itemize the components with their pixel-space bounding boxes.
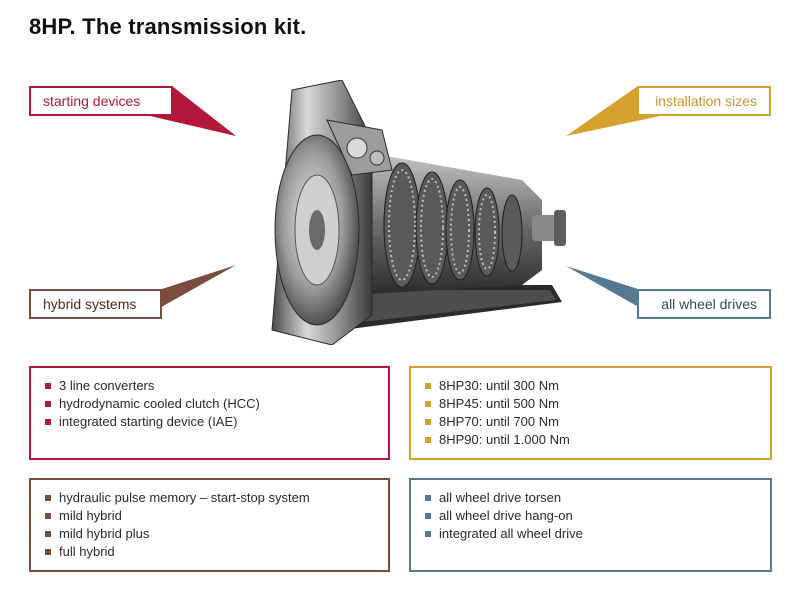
list-item: hydrodynamic cooled clutch (HCC) (45, 395, 388, 413)
list-item-text: 8HP30: until 300 Nm (439, 378, 559, 393)
transmission-illustration (271, 80, 566, 345)
list-item: hydraulic pulse memory – start-stop syst… (45, 489, 388, 507)
hybrid-systems-pointer (140, 265, 236, 319)
list-item-text: mild hybrid (59, 508, 122, 523)
list-item: 8HP90: until 1.000 Nm (425, 431, 770, 449)
bullet-icon (45, 401, 51, 407)
hybrid-systems-box: hydraulic pulse memory – start-stop syst… (29, 478, 390, 572)
list-item-text: mild hybrid plus (59, 526, 150, 541)
bullet-icon (425, 437, 431, 443)
list-item-text: hydraulic pulse memory – start-stop syst… (59, 490, 310, 505)
all-wheel-drives-box: all wheel drive torsen all wheel drive h… (409, 478, 772, 572)
list-item-text: all wheel drive hang-on (439, 508, 573, 523)
bullet-icon (45, 513, 51, 519)
list-item-text: integrated starting device (IAE) (59, 414, 238, 429)
list-item: 3 line converters (45, 377, 388, 395)
starting-devices-list: 3 line converters hydrodynamic cooled cl… (45, 377, 388, 431)
list-item: all wheel drive torsen (425, 489, 770, 507)
list-item-text: integrated all wheel drive (439, 526, 583, 541)
bullet-icon (425, 401, 431, 407)
bullet-icon (45, 383, 51, 389)
installation-sizes-label: installation sizes (637, 86, 771, 116)
list-item: all wheel drive hang-on (425, 507, 770, 525)
page-title: 8HP. The transmission kit. (29, 14, 307, 39)
bullet-icon (425, 513, 431, 519)
all-wheel-drives-pointer (566, 266, 660, 319)
list-item: mild hybrid (45, 507, 388, 525)
starting-devices-box: 3 line converters hydrodynamic cooled cl… (29, 366, 390, 460)
list-item-text: all wheel drive torsen (439, 490, 562, 505)
bullet-icon (45, 495, 51, 501)
list-item: 8HP45: until 500 Nm (425, 395, 770, 413)
list-item: 8HP70: until 700 Nm (425, 413, 770, 431)
hybrid-systems-list: hydraulic pulse memory – start-stop syst… (45, 489, 388, 561)
list-item-text: 8HP90: until 1.000 Nm (439, 432, 570, 447)
bullet-icon (425, 383, 431, 389)
list-item-text: 8HP45: until 500 Nm (439, 396, 559, 411)
list-item: full hybrid (45, 543, 388, 561)
list-item-text: 3 line converters (59, 378, 155, 393)
all-wheel-drives-list: all wheel drive torsen all wheel drive h… (425, 489, 770, 543)
bullet-icon (45, 419, 51, 425)
list-item: integrated all wheel drive (425, 525, 770, 543)
bullet-icon (425, 531, 431, 537)
list-item: integrated starting device (IAE) (45, 413, 388, 431)
list-item-text: hydrodynamic cooled clutch (HCC) (59, 396, 260, 411)
installation-sizes-list: 8HP30: until 300 Nm 8HP45: until 500 Nm … (425, 377, 770, 449)
bullet-icon (425, 419, 431, 425)
list-item-text: full hybrid (59, 544, 115, 559)
list-item-text: 8HP70: until 700 Nm (439, 414, 559, 429)
hybrid-systems-label: hybrid systems (29, 289, 162, 319)
bullet-icon (45, 549, 51, 555)
installation-sizes-box: 8HP30: until 300 Nm 8HP45: until 500 Nm … (409, 366, 772, 460)
list-item: mild hybrid plus (45, 525, 388, 543)
all-wheel-drives-label: all wheel drives (637, 289, 771, 319)
installation-sizes-pointer (566, 86, 660, 136)
bullet-icon (425, 495, 431, 501)
bullet-icon (45, 531, 51, 537)
starting-devices-label: starting devices (29, 86, 173, 116)
list-item: 8HP30: until 300 Nm (425, 377, 770, 395)
